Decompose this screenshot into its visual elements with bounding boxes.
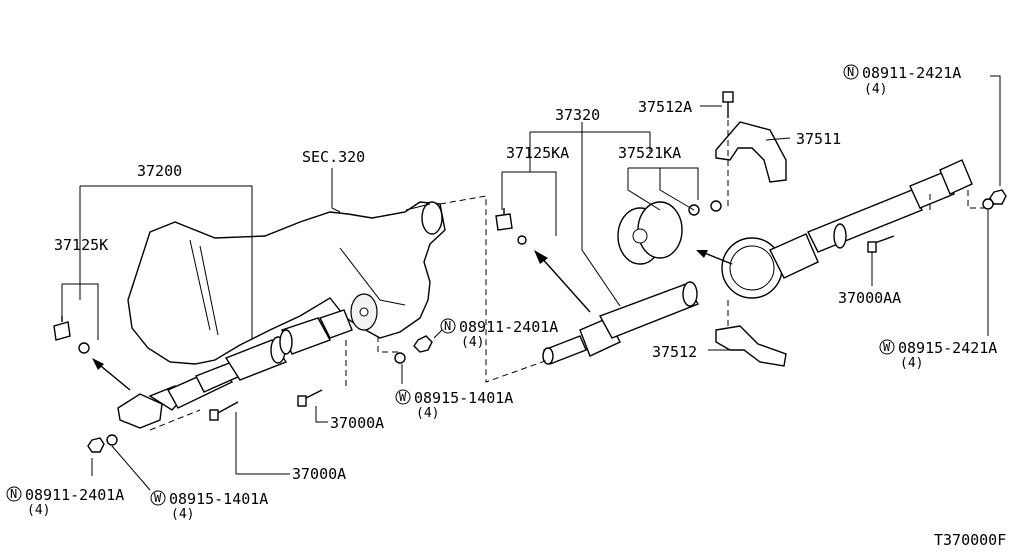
label-37511: 37511 <box>796 130 841 148</box>
qty-08911-2401a-low: (4) <box>27 503 50 518</box>
diagram-code: T370000F <box>934 531 1006 549</box>
label-08915-1401a-mid: 08915-1401A <box>414 389 513 407</box>
label-sec320: SEC.320 <box>302 148 365 166</box>
nut-symbol-icon <box>843 64 859 80</box>
label-37512a: 37512A <box>638 98 692 116</box>
direction-arrows <box>92 250 733 391</box>
leader-lines <box>61 75 1001 491</box>
center-bearing-brackets <box>715 91 787 367</box>
label-08911-2401a-mid: 08911-2401A <box>459 318 558 336</box>
label-37000aa: 37000AA <box>838 289 901 307</box>
label-37521ka: 37521KA <box>618 144 681 162</box>
label-37125ka: 37125KA <box>506 144 569 162</box>
nut-symbol: N <box>10 487 17 501</box>
label-37000a-low: 37000A <box>292 465 346 483</box>
qty-08911-2421a: (4) <box>864 82 887 97</box>
nut-symbol-icon <box>6 486 22 502</box>
alignment-lines <box>149 120 986 431</box>
qty-08915-2421a: (4) <box>900 356 923 371</box>
transmission-housing <box>127 201 446 365</box>
qty-08915-1401a-low: (4) <box>171 507 194 522</box>
qty-08911-2401a-mid: (4) <box>461 335 484 350</box>
washer-symbol: W <box>154 491 162 505</box>
qty-08915-1401a-mid: (4) <box>416 406 439 421</box>
rear-propeller-shaft <box>542 159 973 365</box>
label-37512: 37512 <box>652 343 697 361</box>
label-08911-2421a: 08911-2421A <box>862 64 961 82</box>
label-08915-1401a-low: 08915-1401A <box>169 490 268 508</box>
washer-symbol: W <box>399 390 407 404</box>
label-08915-2421a: 08915-2421A <box>898 339 997 357</box>
label-37125k: 37125K <box>54 236 108 254</box>
nut-symbol: N <box>444 319 451 333</box>
washer-symbol: W <box>883 340 891 354</box>
label-37200: 37200 <box>137 162 182 180</box>
callout-labels: 37200 37125K SEC.320 37320 37125KA 37521… <box>6 64 1006 549</box>
washer-symbol-icon <box>879 339 895 355</box>
front-propeller-shaft <box>117 293 378 429</box>
label-37000a-mid: 37000A <box>330 414 384 432</box>
label-08911-2401a-low: 08911-2401A <box>25 486 124 504</box>
nut-symbol: N <box>847 65 854 79</box>
washer-symbol-icon <box>150 490 166 506</box>
nut-symbol-icon <box>440 318 456 334</box>
washer-symbol-icon <box>395 389 411 405</box>
label-37320: 37320 <box>555 106 600 124</box>
